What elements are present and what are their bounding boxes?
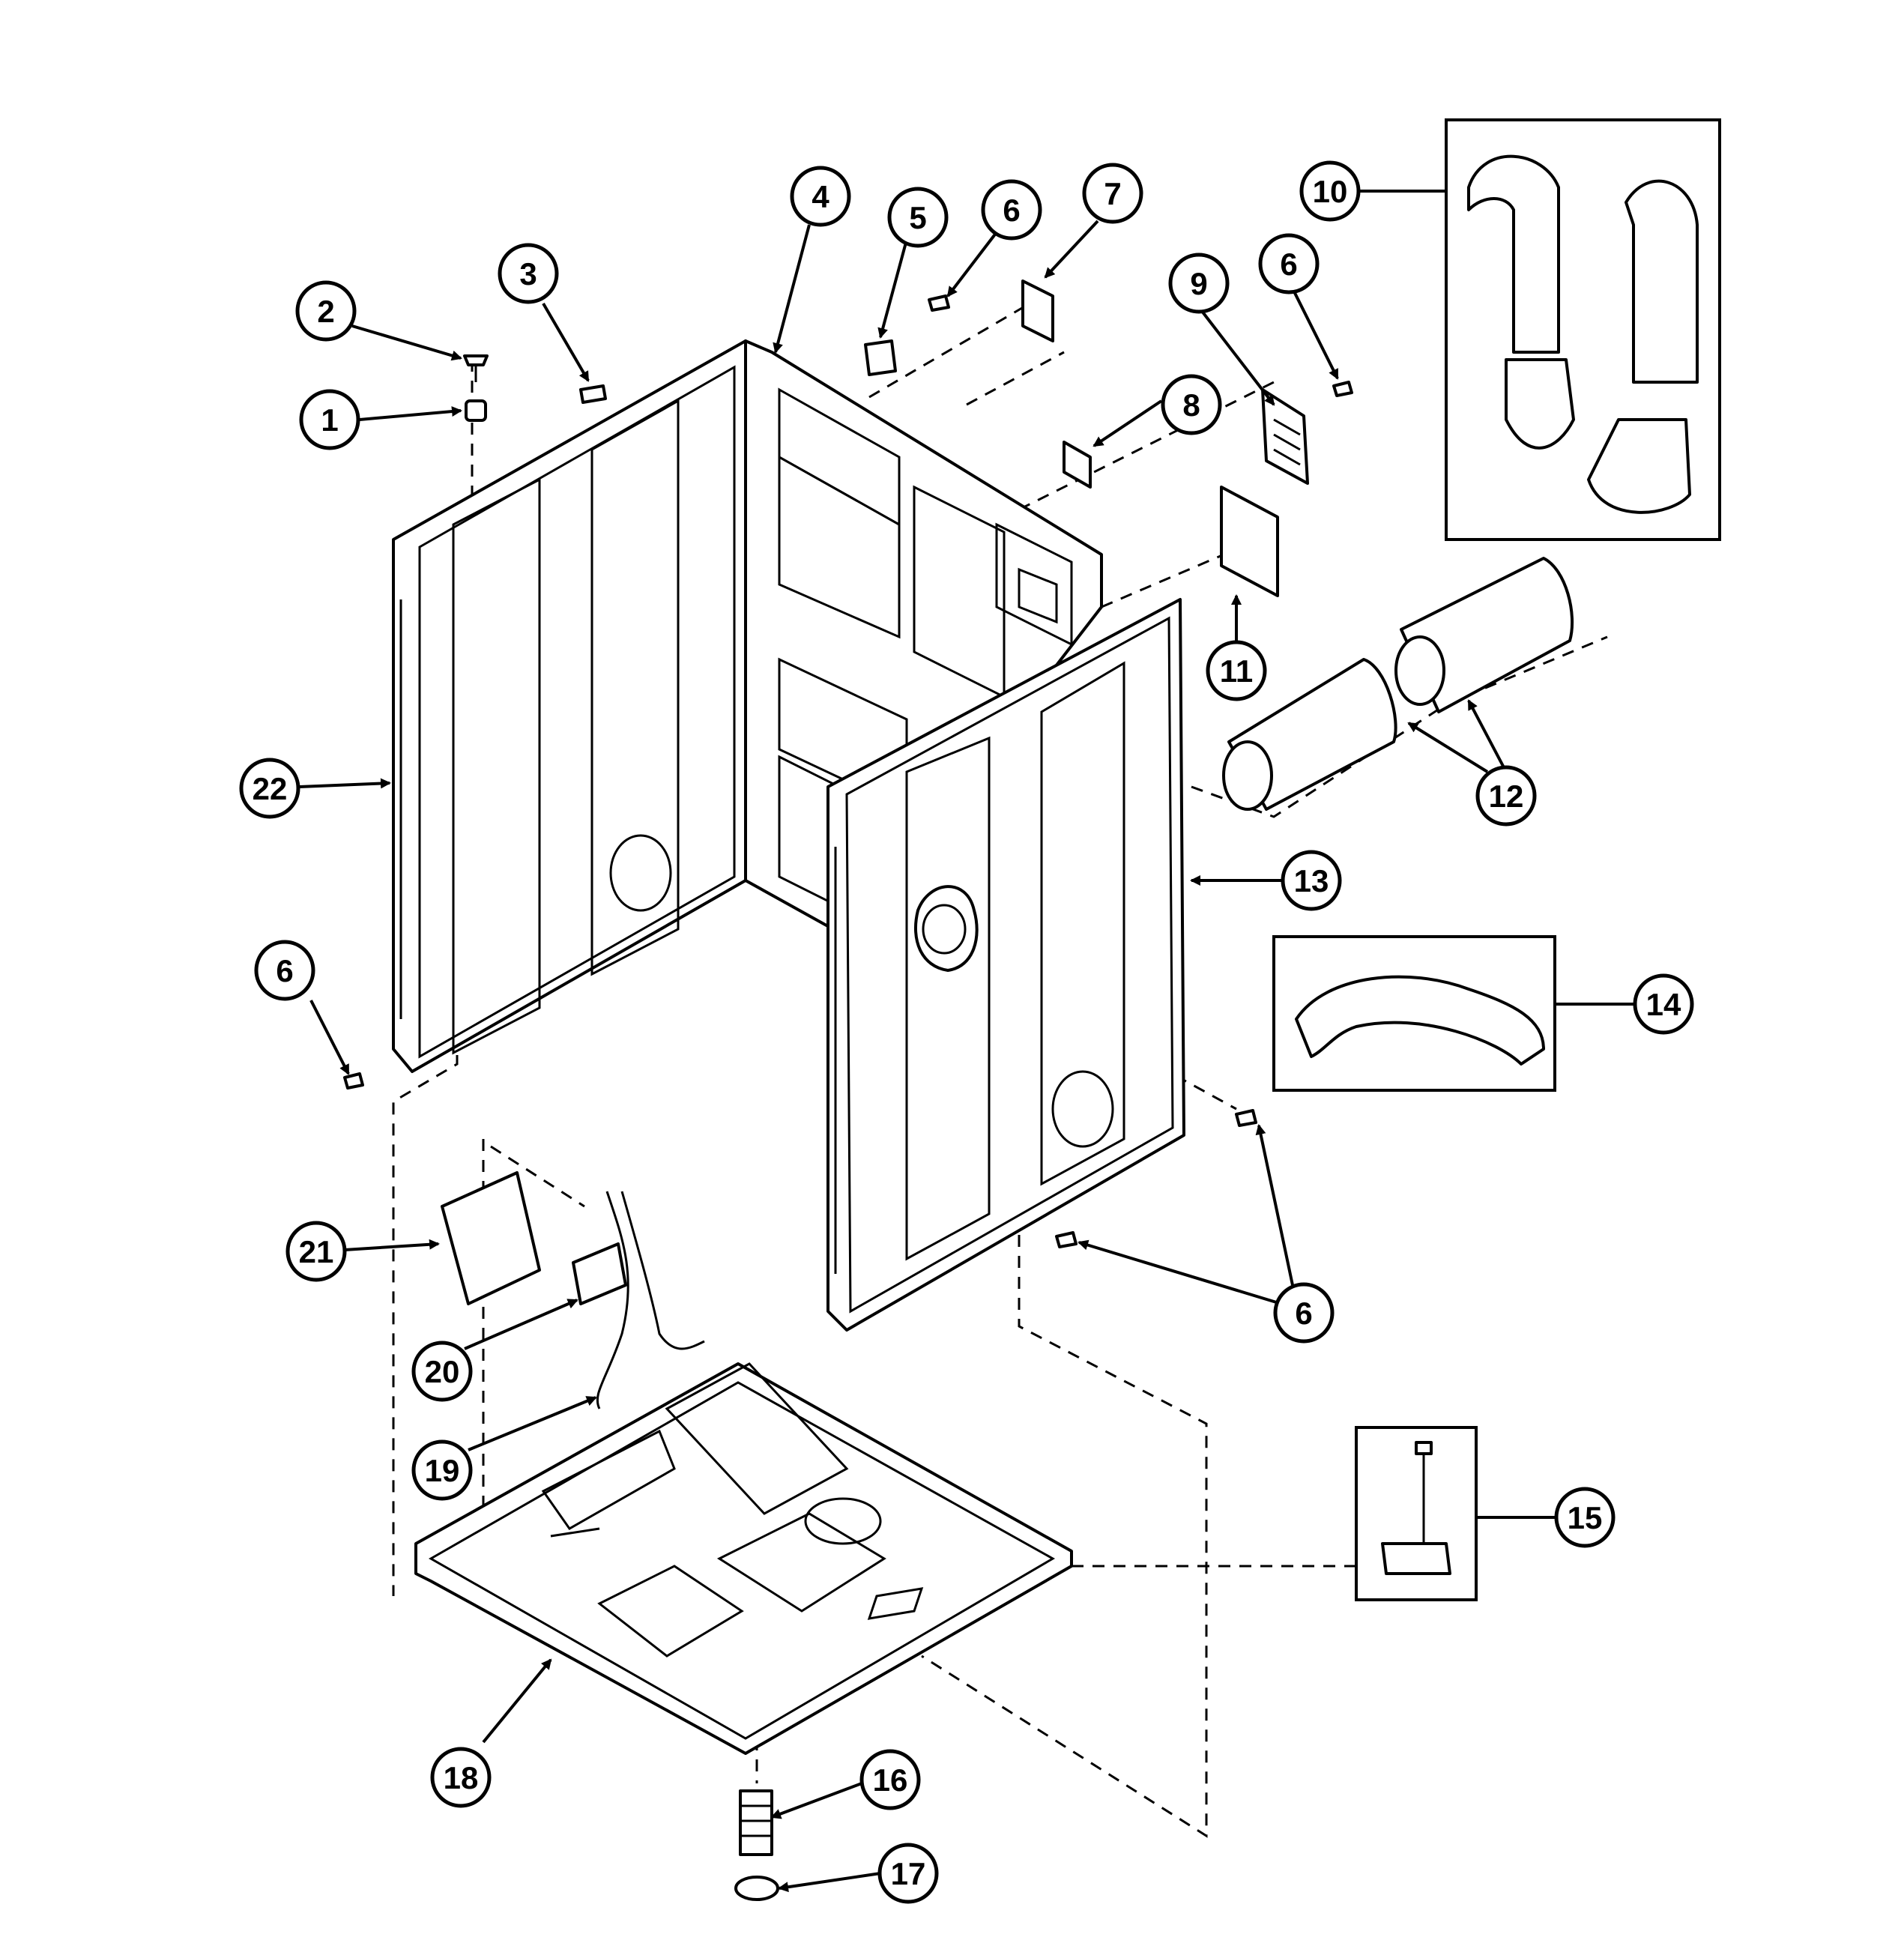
callout-label: 9 [1190, 266, 1207, 301]
callout-label: 10 [1313, 174, 1348, 209]
callout-15: 15 [1554, 1487, 1616, 1548]
base-pan [414, 1362, 1073, 1755]
callout-label: 7 [1104, 176, 1121, 211]
callout-19: 19 [411, 1439, 473, 1501]
callout-label: 21 [299, 1234, 334, 1269]
callout-label: 6 [276, 953, 293, 988]
callout-13: 13 [1281, 850, 1342, 911]
callout-label: 1 [321, 402, 338, 438]
callout-label: 4 [812, 179, 829, 214]
callout-3: 3 [498, 243, 559, 304]
callout-label: 5 [909, 200, 926, 235]
callout-label: 14 [1646, 987, 1681, 1022]
callout-2: 2 [295, 280, 357, 342]
leader-lines [299, 190, 1637, 1893]
callout-label: 22 [253, 771, 288, 806]
inset-15-hardware [1355, 1426, 1478, 1601]
callout-label: 8 [1182, 387, 1200, 423]
callout-12: 12 [1475, 765, 1537, 827]
callout-4: 4 [790, 166, 851, 227]
callout-1: 1 [299, 389, 360, 450]
callout-5: 5 [887, 187, 949, 248]
callout-label: 19 [425, 1453, 460, 1488]
callout-label: 3 [519, 256, 537, 291]
front-panel [826, 598, 1185, 1332]
callout-6-top: 6 [981, 179, 1042, 241]
callout-label: 13 [1294, 863, 1329, 898]
inset-10-exhaust-hoses [1445, 118, 1721, 541]
callout-14: 14 [1633, 973, 1694, 1035]
callout-7: 7 [1082, 163, 1143, 224]
callout-9: 9 [1168, 253, 1230, 314]
callout-6-right-low: 6 [1273, 1282, 1335, 1344]
callout-21: 21 [285, 1221, 347, 1282]
callout-label: 2 [317, 294, 334, 329]
callout-20: 20 [411, 1341, 473, 1402]
inset-14-flex-hose [1272, 935, 1556, 1092]
callout-label: 6 [1003, 193, 1020, 228]
callout-label: 15 [1568, 1500, 1603, 1535]
callout-10: 10 [1299, 160, 1361, 222]
callout-11: 11 [1206, 640, 1267, 701]
callout-label: 18 [444, 1760, 479, 1795]
callout-label: 16 [873, 1762, 908, 1798]
left-side-panel [392, 339, 747, 1073]
callout-label: 20 [425, 1354, 460, 1389]
callout-label: 6 [1280, 247, 1297, 282]
callout-22: 22 [239, 758, 300, 819]
callout-label: 12 [1489, 779, 1524, 814]
callout-8: 8 [1161, 374, 1222, 435]
small-parts [343, 279, 1353, 1901]
callout-label: 11 [1220, 653, 1253, 689]
callout-6-left: 6 [254, 940, 315, 1001]
callout-17: 17 [877, 1843, 939, 1904]
duct-pipes [1222, 557, 1574, 811]
callout-label: 6 [1295, 1296, 1312, 1331]
callout-6-right-top: 6 [1258, 233, 1320, 294]
callout-label: 17 [891, 1856, 926, 1891]
callout-16: 16 [859, 1749, 921, 1810]
callout-18: 18 [430, 1747, 492, 1808]
